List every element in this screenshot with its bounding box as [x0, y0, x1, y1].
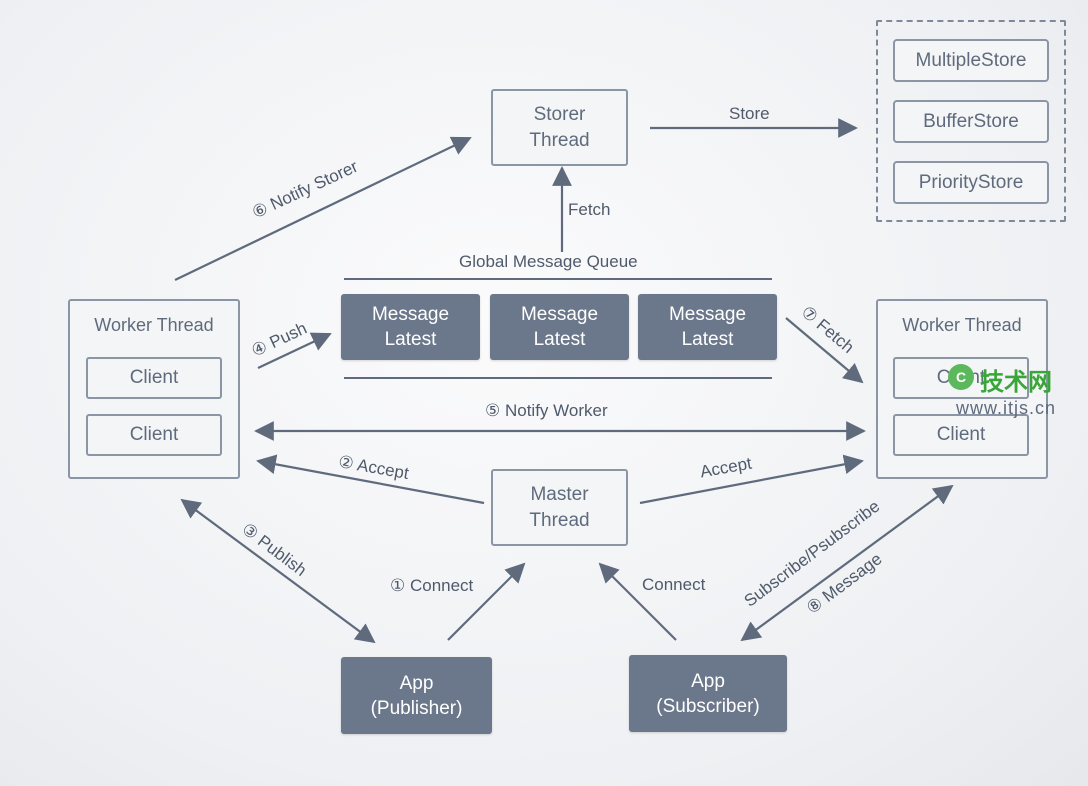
watermark-logo: 技术网 [980, 369, 1052, 396]
push-arrow [257, 332, 332, 369]
worker-thread-left-title: Worker Thread [94, 315, 214, 335]
priority-store-node: PriorityStore [893, 161, 1049, 204]
buffer-store-node: BufferStore [893, 100, 1049, 143]
accept-right-arrow [639, 454, 864, 505]
accept-left-arrow [256, 454, 485, 505]
label-store: Store [729, 104, 770, 123]
subscribe-arrow [740, 484, 954, 642]
message-block-1: Message Latest [341, 294, 480, 360]
multiple-store-node: MultipleStore [893, 39, 1049, 82]
label-notify-worker: ⑤ Notify Worker [485, 401, 608, 420]
watermark-badge-icon: C [948, 364, 974, 390]
label-fetch-storer: Fetch [568, 200, 611, 219]
fetch-worker-arrow [785, 317, 864, 384]
client-left-1: Client [86, 357, 222, 399]
storer-thread-node: Storer Thread [491, 89, 628, 166]
queue-title: Global Message Queue [459, 252, 638, 271]
worker-thread-right-title: Worker Thread [902, 315, 1022, 335]
store-group [876, 20, 1066, 222]
app-publisher-node: App (Publisher) [341, 657, 492, 734]
connect-pub-arrow [447, 562, 526, 641]
watermark-url: www.itjs.cn [956, 398, 1057, 418]
app-subscriber-node: App (Subscriber) [629, 655, 787, 732]
connect-sub-arrow [598, 562, 677, 641]
message-block-2: Message Latest [490, 294, 629, 360]
message-block-3: Message Latest [638, 294, 777, 360]
master-thread-node: Master Thread [491, 469, 628, 546]
publish-arrow [180, 498, 376, 644]
client-right-2: Client [893, 414, 1029, 456]
label-connect-pub: ① Connect [390, 576, 474, 595]
client-left-2: Client [86, 414, 222, 456]
notify-storer-arrow [174, 136, 472, 281]
label-connect-sub: Connect [642, 575, 706, 594]
